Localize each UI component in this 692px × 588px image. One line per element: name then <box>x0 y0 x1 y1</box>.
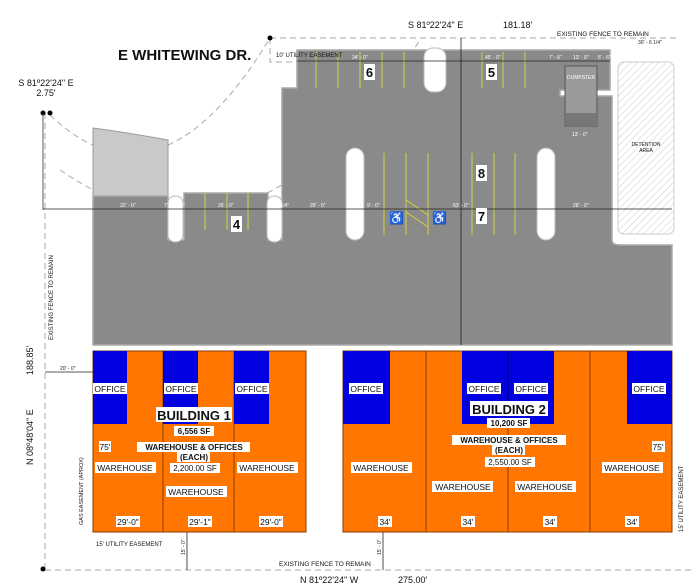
distance-label: 181.18' <box>503 20 533 30</box>
survey-point <box>47 110 53 116</box>
bearing-label: N 08º48'04" E <box>25 409 35 465</box>
street-name: E WHITEWING DR. <box>118 47 251 64</box>
survey-point <box>40 566 46 572</box>
parking-row-8: 8 <box>478 166 485 181</box>
dimension-label: 30' - 6 1/4" <box>638 40 662 46</box>
warehouse-label: WAREHOUSE <box>435 482 491 492</box>
warehouse-label: WAREHOUSE <box>517 482 573 492</box>
bearing-label: S 81º22'24" E <box>408 20 463 30</box>
distance-label: 188.85' <box>25 345 35 375</box>
unit-area: 2,200.00 SF <box>173 464 217 473</box>
office-label: OFFICE <box>236 384 267 394</box>
office-label: OFFICE <box>515 384 546 394</box>
easement-note: 10' UTILITY EASEMENT <box>276 53 343 59</box>
dimension-label: 26' - 0" <box>218 203 234 209</box>
parking-row-4: 4 <box>233 217 241 232</box>
warehouse-label: WAREHOUSE <box>239 463 295 473</box>
dimension-label: 7' - 6" <box>549 55 562 61</box>
parking-row-6: 6 <box>366 65 373 80</box>
building-use: WAREHOUSE & OFFICES <box>145 443 243 452</box>
office-label: OFFICE <box>468 384 499 394</box>
parking-lot: ♿ ♿ DUMPSTER DETENTION AREA <box>92 47 675 346</box>
dimension-label: 34' - 0" <box>352 55 368 61</box>
warehouse-label: WAREHOUSE <box>97 463 153 473</box>
accessible-parking-icon: ♿ <box>389 211 404 225</box>
dimension-label: 6' - 6" <box>598 55 611 61</box>
depth-label: 75' <box>652 442 663 452</box>
easement-note: GAS EASEMENT (APROX) <box>79 457 85 525</box>
dimension-label: 7' - 4 1/4" <box>268 203 289 209</box>
dimension-label: 13' - 0" <box>572 132 588 138</box>
unit-width-label: 29'-1" <box>189 517 211 527</box>
accessible-parking-icon: ♿ <box>432 211 447 225</box>
building-name: BUILDING 2 <box>472 402 546 417</box>
building-each: (EACH) <box>495 446 523 455</box>
dimension-label: 5' - 0" <box>427 55 440 61</box>
warehouse-label: WAREHOUSE <box>168 487 224 497</box>
unit-width-label: 34' <box>626 517 637 527</box>
building-each: (EACH) <box>180 453 208 462</box>
distance-label: 2.75' <box>36 88 56 98</box>
detention-area <box>617 61 675 235</box>
unit-area: 2,550.00 SF <box>488 458 532 467</box>
dimension-label: 5' - 0" <box>537 203 550 209</box>
building-1: OFFICE OFFICE OFFICE WAREHOUSE WAREHOUSE… <box>92 350 307 533</box>
office-label: OFFICE <box>633 384 664 394</box>
bearing-label: S 81º22'24" E <box>18 78 73 88</box>
dimension-label: 5' - 0" <box>350 203 363 209</box>
dimension-label: 63' - 0" <box>453 203 469 209</box>
landscape-island <box>536 147 556 241</box>
dimension-label: 20' - 0" <box>60 366 76 372</box>
dimension-label: 26' - 0" <box>310 203 326 209</box>
building-name: BUILDING 1 <box>157 408 231 423</box>
unit-width-label: 29'-0" <box>260 517 282 527</box>
depth-label: 75' <box>99 442 110 452</box>
dimension-label: 19' - 8 1/2" <box>60 203 84 209</box>
parking-row-numbers: 4 5 6 7 8 <box>231 64 497 232</box>
dimension-label: 32' - 0" <box>120 203 136 209</box>
dimension-lines <box>43 38 672 570</box>
dimension-label: 15' - 0" <box>377 539 383 555</box>
dimension-label: 7' - 4 1/4" <box>164 203 185 209</box>
warehouse-label: WAREHOUSE <box>353 463 409 473</box>
unit-width-label: 34' <box>544 517 555 527</box>
unit-width-label: 29'-0" <box>117 517 139 527</box>
office-label: OFFICE <box>165 384 196 394</box>
dimension-label: 9' - 0" <box>367 203 380 209</box>
detention-label: AREA <box>639 148 653 154</box>
fence-note: EXISTING FENCE TO REMAIN <box>557 31 649 38</box>
dumpster-label: DUMPSTER <box>567 75 595 81</box>
dimension-label: 25' - 3 1/2" <box>631 203 655 209</box>
fence-note: EXISTING FENCE TO REMAIN <box>49 255 55 340</box>
dimension-label: 15' - 0" <box>181 539 187 555</box>
office-label: OFFICE <box>350 384 381 394</box>
distance-label: 275.00' <box>398 575 428 585</box>
unit-width-label: 34' <box>462 517 473 527</box>
dimension-label: 45' - 0" <box>485 55 501 61</box>
unit-width-label: 34' <box>379 517 390 527</box>
dimension-label: 26' - 0" <box>573 203 589 209</box>
warehouse-label: WAREHOUSE <box>604 463 660 473</box>
parking-row-7: 7 <box>478 209 485 224</box>
building-area: 10,200 SF <box>491 419 528 428</box>
landscape-island <box>423 47 447 93</box>
bearing-label: N 81º22'24" W <box>300 575 359 585</box>
landscape-island <box>345 147 365 241</box>
office-label: OFFICE <box>94 384 125 394</box>
fence-note: EXISTING FENCE TO REMAIN <box>279 561 371 568</box>
parking-row-5: 5 <box>488 65 495 80</box>
easement-note: 15' UTILITY EASEMENT <box>679 465 685 532</box>
building-use: WAREHOUSE & OFFICES <box>460 436 558 445</box>
building-2: OFFICE OFFICE OFFICE OFFICE WAREHOUSE WA… <box>342 350 673 533</box>
building-area: 6,556 SF <box>178 427 211 436</box>
detention-label: DETENTION <box>632 142 661 148</box>
dimension-label: 13' - 0" <box>573 55 589 61</box>
easement-note: 15' UTILITY EASEMENT <box>96 542 163 548</box>
survey-point <box>267 35 273 41</box>
